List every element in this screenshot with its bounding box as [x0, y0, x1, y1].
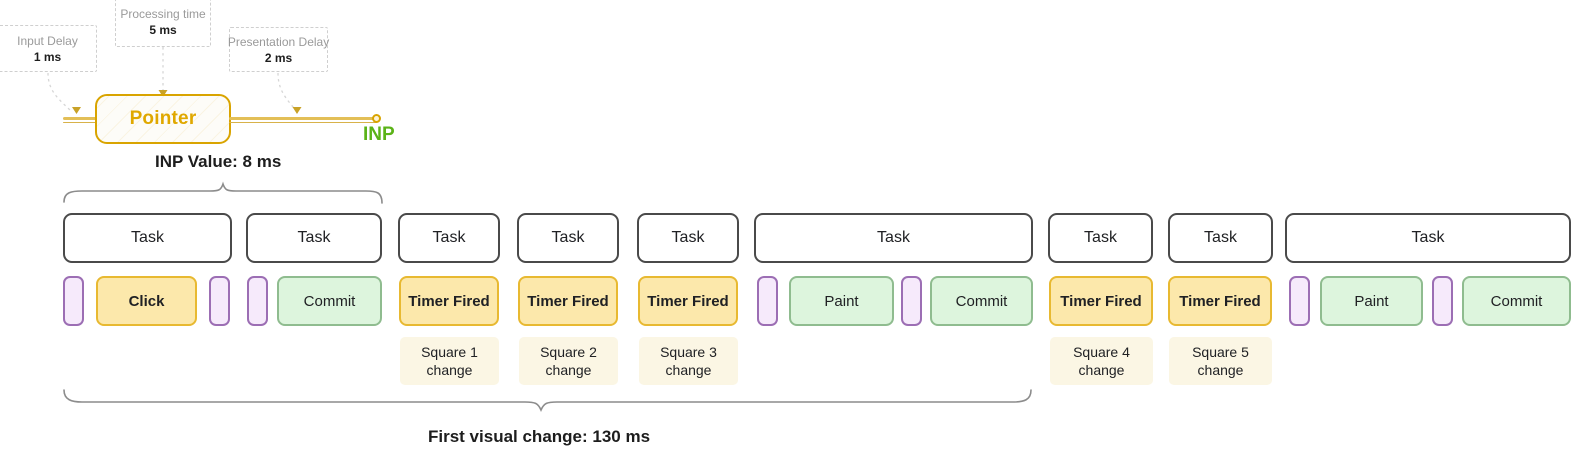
event-label: Commit: [1490, 292, 1543, 310]
task-label: Task: [1084, 229, 1117, 246]
square-change-note: Square 4 change: [1050, 337, 1153, 385]
event-label: Paint: [1354, 292, 1389, 310]
pointer-interaction-block: Pointer: [95, 94, 231, 144]
pointer-lane-left: [63, 117, 101, 120]
note-line-1: Square 4: [1073, 344, 1130, 360]
event-label: Click: [128, 292, 165, 310]
task-block: Task: [517, 213, 619, 263]
task-label: Task: [1411, 229, 1445, 246]
note-line-2: change: [1078, 362, 1125, 378]
event-block-purple: [901, 276, 922, 326]
event-block-commit: Commit: [277, 276, 382, 326]
annotation-processing-time: Processing time 5 ms: [115, 0, 211, 47]
square-change-note: Square 5 change: [1169, 337, 1272, 385]
inp-marker-label: INP: [363, 124, 395, 145]
inp-endpoint-dot: [372, 114, 381, 123]
annotation-value: 1 ms: [33, 49, 62, 64]
annotation-label: Presentation Delay: [227, 34, 330, 49]
square-change-note: Square 2 change: [519, 337, 618, 385]
event-block-click: Click: [96, 276, 197, 326]
task-block: Task: [246, 213, 382, 263]
task-block: Task: [63, 213, 232, 263]
event-block-timer-fired: Timer Fired: [518, 276, 618, 326]
task-block: Task: [398, 213, 500, 263]
event-label: Timer Fired: [527, 292, 609, 310]
annotation-value: 2 ms: [264, 50, 293, 65]
task-block: Task: [1168, 213, 1273, 263]
task-label: Task: [131, 229, 164, 246]
event-block-commit: Commit: [930, 276, 1033, 326]
note-line-1: Square 5: [1192, 344, 1249, 360]
task-label: Task: [297, 229, 331, 246]
annotation-input-delay: Input Delay 1 ms: [0, 25, 97, 72]
task-label: Task: [877, 229, 910, 246]
event-block-purple: [1432, 276, 1453, 326]
first-visual-change-caption: First visual change: 130 ms: [428, 427, 651, 446]
event-label: Timer Fired: [1179, 292, 1261, 310]
pointer-lane-right: [229, 117, 377, 120]
pointer-label: Pointer: [129, 108, 197, 129]
event-label: Commit: [955, 292, 1008, 310]
event-label: Timer Fired: [408, 292, 490, 310]
square-change-note: Square 3 change: [639, 337, 738, 385]
event-block-purple: [247, 276, 268, 326]
annotation-label: Input Delay: [17, 33, 78, 48]
task-label: Task: [1204, 229, 1237, 246]
event-block-timer-fired: Timer Fired: [638, 276, 738, 326]
pointer-lane-left-thin: [63, 122, 101, 123]
note-line-2: change: [545, 362, 592, 378]
event-label: Paint: [824, 292, 859, 310]
annotation-presentation-delay: Presentation Delay 2 ms: [227, 27, 330, 72]
event-label: Timer Fired: [647, 292, 729, 310]
task-block: Task: [1048, 213, 1153, 263]
event-block-timer-fired: Timer Fired: [399, 276, 499, 326]
event-label: Timer Fired: [1060, 292, 1142, 310]
event-block-paint: Paint: [789, 276, 894, 326]
event-label: Commit: [303, 292, 356, 310]
note-line-1: Square 3: [660, 344, 717, 360]
square-change-note: Square 1 change: [400, 337, 499, 385]
inp-value-caption: INP Value: 8 ms: [155, 152, 282, 171]
event-block-purple: [209, 276, 230, 326]
event-block-purple: [1289, 276, 1310, 326]
event-block-purple: [63, 276, 84, 326]
task-label: Task: [551, 229, 585, 246]
event-block-paint: Paint: [1320, 276, 1423, 326]
note-line-1: Square 2: [540, 344, 597, 360]
task-label: Task: [671, 229, 705, 246]
task-block: Task: [637, 213, 739, 263]
annotation-value: 5 ms: [149, 22, 177, 37]
note-line-1: Square 1: [421, 344, 478, 360]
event-block-timer-fired: Timer Fired: [1049, 276, 1153, 326]
event-block-commit: Commit: [1462, 276, 1571, 326]
event-block-purple: [757, 276, 778, 326]
task-block: Task: [754, 213, 1033, 263]
note-line-2: change: [426, 362, 473, 378]
task-block: Task: [1285, 213, 1571, 263]
task-label: Task: [432, 229, 466, 246]
pointer-lane-right-thin: [229, 122, 377, 123]
annotation-label: Processing time: [120, 6, 206, 21]
event-block-timer-fired: Timer Fired: [1168, 276, 1272, 326]
note-line-2: change: [1197, 362, 1244, 378]
note-line-2: change: [665, 362, 712, 378]
